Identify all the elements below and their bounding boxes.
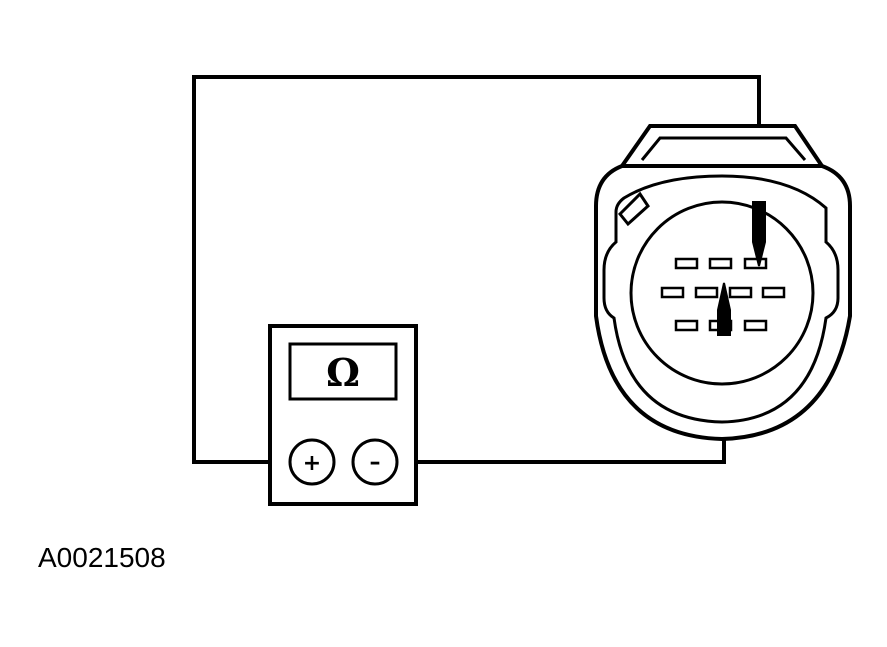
positive-terminal-label: + [303, 451, 321, 476]
negative-terminal [351, 438, 399, 486]
connector-pin [674, 257, 699, 270]
connector-pin [660, 286, 685, 299]
connector-pin [728, 286, 753, 299]
negative-terminal-label: – [370, 450, 381, 475]
connector-pin [674, 319, 699, 332]
ohmmeter: Ω + – [268, 324, 418, 506]
positive-terminal [288, 438, 336, 486]
connector-pin [694, 286, 719, 299]
connector-pin [743, 319, 768, 332]
positive-probe-tip [752, 201, 766, 267]
connector-pin [761, 286, 786, 299]
ohmmeter-display [288, 342, 398, 401]
positive-test-lead [192, 75, 761, 464]
connector-pin [708, 257, 733, 270]
connector-pin [743, 257, 768, 270]
negative-probe-tip [717, 282, 731, 336]
figure-id: A0021508 [38, 542, 166, 573]
ohm-symbol: Ω [326, 350, 360, 395]
connector [594, 124, 852, 442]
connector-pin-face [629, 200, 815, 386]
